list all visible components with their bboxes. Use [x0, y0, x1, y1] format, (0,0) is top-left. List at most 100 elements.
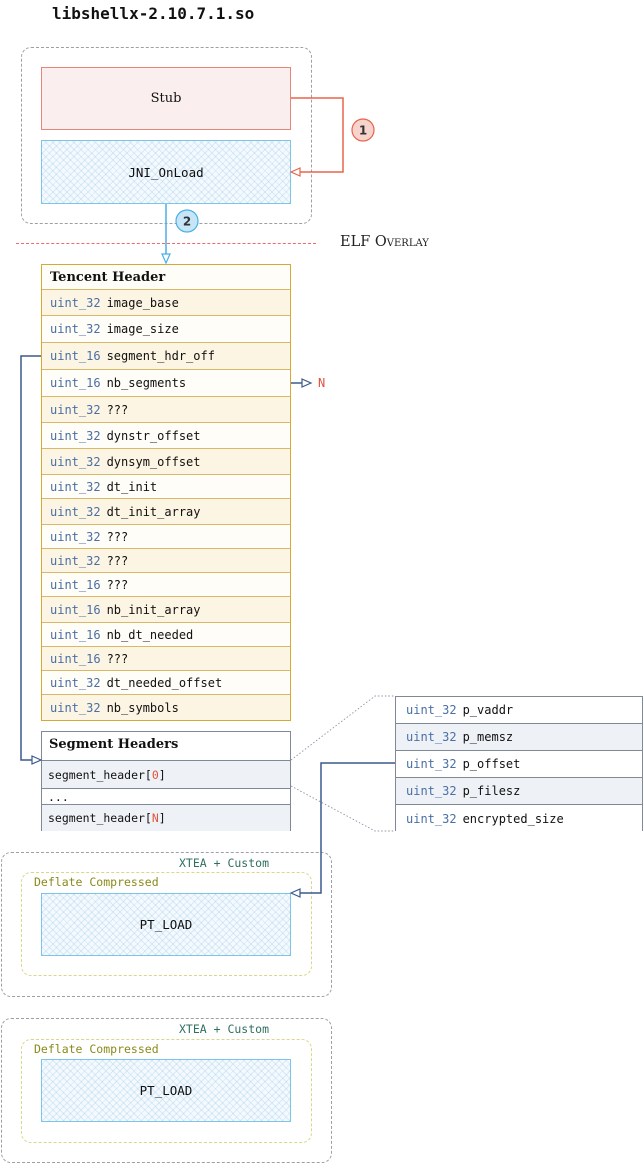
zoom-line-bottom: [290, 785, 395, 832]
program-header-field-row: uint_32 p_memsz: [396, 724, 642, 751]
field-name: p_memsz: [462, 730, 514, 744]
tencent-header-field-row: uint_32???: [42, 525, 290, 549]
field-name: segment_hdr_off: [106, 349, 215, 363]
segment-2-pt-load: PT_LOAD: [41, 1059, 291, 1122]
field-name: dynstr_offset: [106, 428, 201, 443]
jni-onload-box: JNI_OnLoad: [41, 140, 291, 204]
field-type: uint_32: [50, 675, 101, 690]
tencent-header-title: Tencent Header: [50, 270, 166, 285]
step-1-marker: [351, 118, 375, 142]
tencent-header-field-row: uint_32 image_size: [42, 316, 290, 343]
segment-1-pt-load-label: PT_LOAD: [139, 917, 193, 932]
field-type: uint_32: [50, 402, 101, 417]
tencent-header-field-row: uint_16 nb_init_array: [42, 597, 290, 623]
segment-header-row-n: segment_header[N]: [42, 805, 290, 831]
segment-header-row-0-suffix: ]: [158, 767, 166, 782]
field-type: uint_16: [50, 577, 101, 592]
tencent-header-field-row: uint_16???: [42, 573, 290, 597]
field-type: uint_32: [50, 700, 101, 715]
field-type: uint_32: [406, 757, 457, 771]
segment-headers-title: Segment Headers: [49, 737, 179, 752]
field-name: nb_symbols: [106, 700, 179, 715]
segment-header-row-0-index: 0: [151, 767, 159, 782]
field-type: uint_32: [50, 322, 101, 336]
tencent-header-field-row: uint_16???: [42, 647, 290, 671]
field-type: uint_32: [406, 703, 457, 717]
field-name: image_size: [106, 322, 179, 336]
tencent-header-field-row: uint_32 nb_symbols: [42, 695, 290, 720]
step-2-marker: [175, 209, 199, 233]
arrow-segment-hdr-off-head: [31, 755, 43, 765]
tencent-header-field-row: uint_32 dt_needed_offset: [42, 671, 290, 695]
segment-header-row-n-suffix: ]: [158, 811, 166, 825]
segment-header-row-0: segment_header[0]: [42, 760, 290, 789]
field-type: uint_32: [406, 811, 457, 826]
field-type: uint_32: [50, 504, 101, 519]
arrow-segment-hdr-off: [20, 355, 41, 761]
field-name: image_base: [106, 295, 179, 310]
file-title: libshellx-2.10.7.1.so: [52, 4, 255, 23]
field-name: p_offset: [462, 757, 521, 771]
tencent-header-field-row: uint_32 dt_init_array: [42, 499, 290, 525]
program-header-table: uint_32 p_vaddr uint_32 p_memsz uint_32 p_off…: [395, 696, 643, 832]
program-header-field-row: uint_32 p_vaddr: [396, 697, 642, 724]
segment-header-row-n-prefix: segment_header[: [48, 811, 152, 825]
arrow-p-offset: [298, 762, 395, 894]
field-name: dt_init_array: [106, 504, 201, 519]
field-name: ???: [106, 577, 129, 592]
tencent-header-field-row: uint_16 nb_segments: [42, 370, 290, 397]
segment-2-compression-label: Deflate Compressed: [34, 1042, 159, 1056]
field-type: uint_32: [50, 454, 101, 469]
field-type: uint_32: [50, 529, 101, 544]
step-2-text: 2: [183, 215, 191, 229]
field-type: uint_16: [50, 627, 101, 642]
field-name: dt_needed_offset: [106, 675, 223, 690]
field-name: ???: [106, 402, 129, 417]
tencent-header-field-row: uint_32???: [42, 397, 290, 423]
ellipsis-text: ...: [48, 789, 69, 804]
field-type: uint_32: [406, 784, 457, 798]
field-name: ???: [106, 553, 129, 568]
tencent-header-field-row: uint_32 dynsym_offset: [42, 449, 290, 475]
segment-header-ellipsis: ...: [42, 789, 290, 805]
field-type: uint_32: [406, 730, 457, 744]
tencent-header-field-row: uint_16 segment_hdr_off: [42, 343, 290, 370]
field-type: uint_16: [50, 349, 101, 363]
jni-onload-label: JNI_OnLoad: [128, 164, 204, 180]
segment-header-row-n-index: N: [151, 811, 159, 825]
arrow-jni-to-header-head: [161, 253, 171, 265]
arrow-stub-to-jni: [291, 97, 344, 173]
segment-1-encryption-label: XTEA + Custom: [179, 856, 270, 870]
field-type: uint_16: [50, 602, 101, 617]
stub-label: Stub: [150, 91, 182, 106]
nb-segments-target-label: N: [318, 376, 326, 390]
tencent-header-field-row: uint_32???: [42, 549, 290, 573]
segment-2-compressed: Deflate Compressed: [21, 1039, 312, 1143]
field-name: nb_init_array: [106, 602, 201, 617]
segment-2-encryption-label: XTEA + Custom: [179, 1022, 270, 1036]
segment-header-row-0-prefix: segment_header[: [48, 767, 152, 782]
field-name: p_filesz: [462, 784, 521, 798]
field-name: p_vaddr: [462, 703, 514, 717]
segment-2-container: XTEA + Custom: [1, 1018, 332, 1163]
field-name: dynsym_offset: [106, 454, 201, 469]
arrow-stub-to-jni-head: [289, 167, 301, 177]
arrow-nb-segments-head: [301, 378, 313, 388]
field-type: uint_16: [50, 376, 101, 390]
field-type: uint_32: [50, 553, 101, 568]
step-1-text: 1: [359, 124, 367, 138]
stub-box: Stub: [41, 67, 291, 130]
segment-headers-table: Segment Headers segment_header[0] ... se…: [41, 731, 291, 831]
field-name: dt_init: [106, 479, 158, 494]
field-name: nb_segments: [106, 376, 187, 390]
arrow-p-offset-head: [289, 888, 301, 898]
segment-2-pt-load-label: PT_LOAD: [139, 1083, 193, 1098]
field-name: nb_dt_needed: [106, 627, 194, 642]
field-type: uint_16: [50, 651, 101, 666]
